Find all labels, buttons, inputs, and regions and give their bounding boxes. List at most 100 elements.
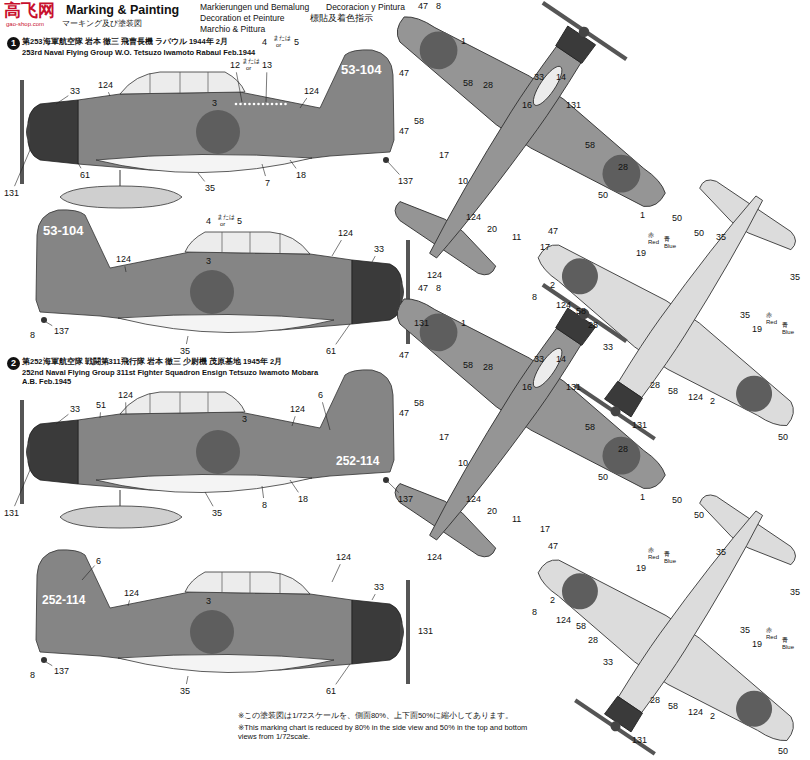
- leader-line: [372, 256, 375, 262]
- callout-number: 11: [512, 232, 521, 242]
- callout-number: 7: [265, 178, 270, 188]
- callout-number: 124: [336, 552, 351, 562]
- callout-number: 28: [650, 695, 660, 705]
- callout-number: 58: [414, 398, 424, 408]
- label-text: 青 Blue: [782, 637, 796, 651]
- callout-number: 1: [640, 492, 645, 502]
- bottom-view: [488, 114, 810, 499]
- tail-code: 53-104: [43, 224, 83, 239]
- callout-number: 58: [585, 422, 595, 432]
- leader-line: [56, 414, 68, 424]
- callout-number: 47: [399, 68, 409, 78]
- section-badge: 2: [7, 357, 20, 370]
- tail-code: 252-114: [336, 455, 379, 469]
- leader-line: [46, 322, 52, 326]
- callout-number: 131: [414, 318, 429, 328]
- section-badge: 1: [7, 37, 20, 50]
- callout-number: 10: [458, 458, 468, 468]
- callout-number: 4: [262, 37, 267, 47]
- callout-number: 6: [318, 390, 323, 400]
- scheme-caption: 253rd Naval Flying Group W.O. Tetsuzo Iw…: [22, 49, 255, 58]
- callout-number: 47: [418, 1, 428, 11]
- callout-number: 2: [710, 396, 715, 406]
- leader-line: [128, 600, 130, 606]
- subtitle-text: マーキング及び塗装図: [62, 20, 142, 29]
- callout-number: 33: [374, 244, 384, 254]
- callout-number: 61: [80, 170, 90, 180]
- callout-number: 131: [566, 100, 581, 110]
- watermark: 高飞网: [4, 1, 55, 21]
- callout-number: 35: [790, 272, 800, 282]
- callout-number: 124: [116, 254, 131, 264]
- callout-number: 13: [262, 60, 272, 70]
- callout-number: 20: [487, 506, 497, 516]
- side-view: [20, 50, 394, 184]
- callout-number: 50: [672, 213, 682, 223]
- top-view: [302, 221, 717, 626]
- callout-number: 28: [650, 380, 660, 390]
- callout-number: 61: [326, 346, 336, 356]
- callout-number: 12: [230, 60, 240, 70]
- leader-line: [336, 664, 350, 684]
- callout-number: 28: [618, 162, 628, 172]
- callout-number: 28: [483, 80, 493, 90]
- callout-number: 131: [4, 188, 19, 198]
- section-number: 2: [11, 359, 16, 368]
- callout-number: 58: [463, 360, 473, 370]
- callout-number: 3: [212, 98, 217, 108]
- callout-number: 47: [399, 126, 409, 136]
- callout-number: 124: [556, 615, 571, 625]
- leader-line: [372, 594, 375, 600]
- label-text: 赤 Red: [648, 232, 662, 246]
- leader-line: [292, 416, 295, 426]
- callout-number: 3: [206, 596, 211, 606]
- label-text: or: [276, 42, 281, 49]
- canopy: [529, 345, 567, 392]
- callout-number: 2: [710, 711, 715, 721]
- callout-number: 35: [716, 547, 726, 557]
- callout-number: 137: [398, 494, 413, 504]
- callout-number: 131: [632, 735, 647, 745]
- callout-number: 28: [618, 444, 628, 454]
- callout-number: 35: [740, 310, 750, 320]
- callout-number: 50: [694, 510, 704, 520]
- callout-number: 19: [752, 639, 762, 649]
- callout-number: 124: [466, 212, 481, 222]
- callout-number: 17: [540, 524, 550, 534]
- section-number: 1: [11, 39, 16, 48]
- kill-marks: [235, 103, 287, 106]
- callout-number: 47: [418, 283, 428, 293]
- leader-line: [15, 150, 30, 186]
- drop-tank: [60, 490, 182, 528]
- label-text: or: [220, 221, 225, 228]
- label-text: 青 Blue: [664, 236, 678, 250]
- label-text: 赤 Red: [648, 547, 662, 561]
- title-text: Marking & Painting: [66, 3, 179, 17]
- callout-number: 58: [668, 386, 678, 396]
- top-view: [302, 0, 717, 344]
- callout-number: 124: [688, 707, 703, 717]
- leader-line: [300, 98, 307, 108]
- label-text: 赤 Red: [766, 312, 780, 326]
- leader-line: [388, 162, 399, 175]
- watermark: gao-shop.com: [6, 21, 44, 28]
- leader-line: [236, 72, 242, 102]
- callout-number: 28: [588, 320, 598, 330]
- label-text: 赤 Red: [766, 627, 780, 641]
- leader-line: [332, 564, 340, 582]
- callout-number: 47: [548, 541, 558, 551]
- callout-number: 33: [70, 404, 80, 414]
- callout-number: 16: [522, 100, 532, 110]
- leader-line: [186, 336, 188, 344]
- callout-number: 124: [290, 404, 305, 414]
- callout-number: 58: [668, 701, 678, 711]
- label-text: or: [246, 65, 251, 72]
- label-text: または: [217, 214, 235, 221]
- callout-number: 28: [483, 362, 493, 372]
- callout-number: 17: [540, 242, 550, 252]
- callout-number: 58: [463, 78, 473, 88]
- leader-line: [46, 662, 52, 666]
- side-view: [36, 550, 410, 684]
- heading-text: Decoracion y Pintura: [326, 3, 405, 13]
